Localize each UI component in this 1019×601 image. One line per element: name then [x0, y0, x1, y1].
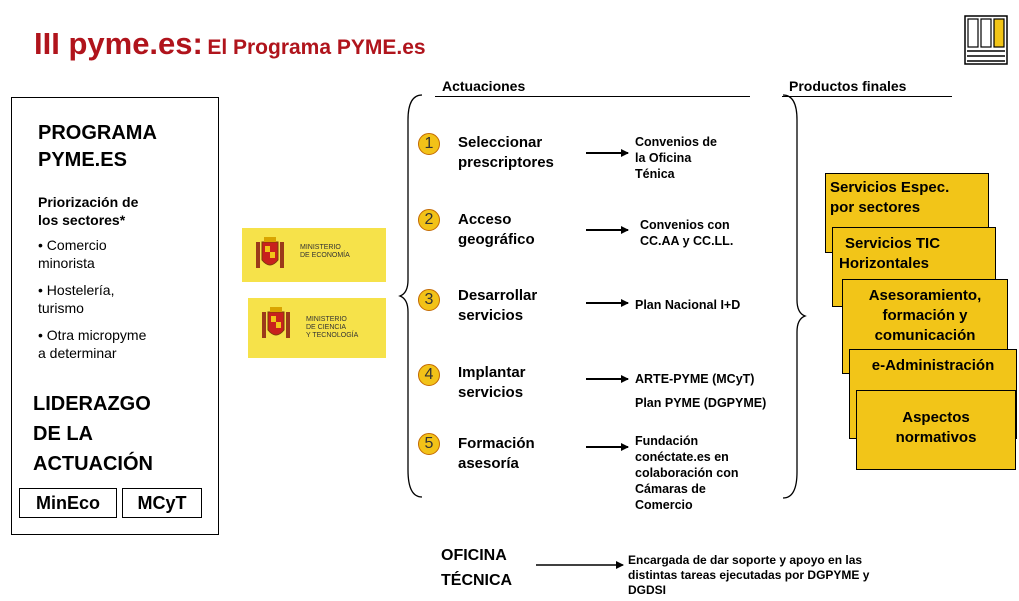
oficina-label: OFICINA TÉCNICA	[441, 543, 512, 593]
result-line: Convenios con	[640, 218, 730, 232]
result-line: Fundación	[635, 434, 699, 448]
header-actuaciones-rule	[435, 96, 750, 97]
priorizacion-line1: Priorización de	[38, 194, 139, 210]
mcyt-box: MCyT	[122, 488, 202, 518]
oficina-desc-line: distintas tareas ejecutadas por DGPYME y	[628, 568, 870, 582]
action-line2: servicios	[458, 307, 524, 324]
result-line: la Oficina	[635, 151, 692, 165]
result-line: Plan PYME (DGPYME)	[635, 396, 767, 410]
step-number-badge: 3	[418, 289, 440, 311]
sector-line2: minorista	[38, 255, 95, 271]
product-line3: comunicación	[874, 327, 976, 344]
liderazgo-heading: LIDERAZGO DE LA ACTUACIÓN	[33, 389, 153, 479]
sector-item: • Comercio minorista	[38, 236, 107, 272]
left-brace	[398, 94, 423, 498]
coat-of-arms-icon	[256, 237, 284, 268]
product-line1: Servicios Espec.	[830, 179, 950, 196]
oficina-line1: OFICINA	[441, 547, 507, 564]
programa-title: PROGRAMA PYME.ES	[38, 120, 157, 174]
coat-of-arms-icon	[262, 307, 290, 338]
liderazgo-line2: DE LA	[33, 423, 93, 445]
right-brace	[782, 94, 807, 499]
action-line1: Seleccionar	[458, 134, 543, 151]
priorizacion-heading: Priorización de los sectores*	[38, 193, 138, 229]
result-line: ARTE-PYME (MCyT)	[635, 372, 755, 386]
result-line: Ténica	[635, 167, 675, 181]
product-line1: Servicios TIC	[845, 235, 941, 252]
step-number-badge: 5	[418, 433, 440, 455]
liderazgo-line1: LIDERAZGO	[33, 393, 151, 415]
result-line: Comercio	[635, 498, 693, 512]
ministerio-economia-logo: MINISTERIO DE ECONOMÍA	[242, 228, 386, 282]
ministry-line1: MINISTERIO	[306, 316, 347, 323]
title-sub: El Programa PYME.es	[207, 36, 426, 59]
action-line2: asesoría	[458, 455, 519, 472]
priorizacion-line2: los sectores*	[38, 212, 126, 228]
product-line2: formación y	[882, 307, 968, 324]
action-line2: geográfico	[458, 231, 535, 248]
step-number-badge: 4	[418, 364, 440, 386]
action-label: Acceso geográfico	[458, 210, 535, 250]
action-result: Convenios con CC.AA y CC.LL.	[640, 217, 733, 249]
action-line1: Formación	[458, 435, 535, 452]
sector-item: • Otra micropyme a determinar	[38, 326, 146, 362]
result-line: colaboración con	[635, 466, 739, 480]
oficina-desc-line: DGDSI	[628, 583, 667, 597]
product-line1: Aspectos	[902, 409, 970, 426]
action-line1: Acceso	[458, 211, 512, 228]
programa-line2: PYME.ES	[38, 149, 127, 171]
oficina-line2: TÉCNICA	[441, 572, 513, 589]
action-line1: Desarrollar	[458, 287, 538, 304]
oficina-desc-line: Encargada de dar soporte y apoyo en las	[628, 553, 863, 567]
ministry-line1: MINISTERIO	[300, 244, 341, 251]
action-result: Plan Nacional I+D	[635, 297, 740, 313]
product-line2: por sectores	[830, 199, 921, 216]
programa-panel	[11, 97, 219, 535]
title-main: III pyme.es:	[34, 26, 203, 61]
product-line2: normativos	[895, 429, 977, 446]
action-label: Desarrollar servicios	[458, 286, 537, 326]
action-label: Implantar servicios	[458, 363, 526, 403]
action-label: Formación asesoría	[458, 434, 535, 474]
result-line: CC.AA y CC.LL.	[640, 234, 734, 248]
result-line: Convenios de	[635, 135, 717, 149]
action-result: ARTE-PYME (MCyT) Plan PYME (DGPYME)	[635, 367, 766, 415]
result-line: Cámaras de	[635, 482, 706, 496]
action-result: Fundación conéctate.es en colaboración c…	[635, 433, 739, 513]
sector-line1: • Otra micropyme	[38, 327, 147, 343]
sector-line1: • Hostelería,	[38, 282, 115, 298]
result-line: conéctate.es en	[635, 450, 729, 464]
action-line2: prescriptores	[458, 154, 554, 171]
action-line2: servicios	[458, 384, 524, 401]
action-line1: Implantar	[458, 364, 526, 381]
logo-icon	[964, 15, 1008, 65]
oficina-description: Encargada de dar soporte y apoyo en las …	[628, 553, 869, 598]
header-actuaciones: Actuaciones	[442, 78, 526, 94]
header-productos: Productos finales	[789, 78, 907, 94]
product-card: Aspectos normativos	[856, 390, 1016, 470]
step-number-badge: 1	[418, 133, 440, 155]
action-label: Seleccionar prescriptores	[458, 133, 554, 173]
programa-line1: PROGRAMA	[38, 122, 157, 144]
product-line1: e-Administración	[871, 357, 995, 374]
result-line: Plan Nacional I+D	[635, 298, 741, 312]
page-title: III pyme.es: El Programa PYME.es	[34, 26, 426, 62]
product-line2: Horizontales	[839, 255, 930, 272]
header-productos-rule	[782, 96, 952, 97]
step-number-badge: 2	[418, 209, 440, 231]
liderazgo-line3: ACTUACIÓN	[33, 453, 153, 475]
action-result: Convenios de la Oficina Ténica	[635, 134, 717, 182]
sector-line2: turismo	[38, 300, 84, 316]
ministry-line2: DE ECONOMÍA	[300, 252, 350, 259]
sector-line2: a determinar	[38, 345, 117, 361]
ministry-line2: DE CIENCIA	[306, 324, 347, 331]
mineco-box: MinEco	[19, 488, 117, 518]
sector-line1: • Comercio	[38, 237, 107, 253]
product-line1: Asesoramiento,	[868, 287, 982, 304]
sector-item: • Hostelería, turismo	[38, 281, 115, 317]
ministerio-ciencia-logo: MINISTERIO DE CIENCIA Y TECNOLOGÍA	[248, 298, 386, 358]
ministry-line3: Y TECNOLOGÍA	[306, 332, 359, 339]
